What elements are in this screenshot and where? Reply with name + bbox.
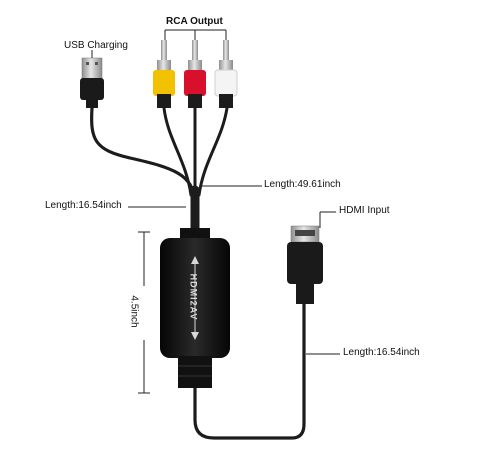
device-brand-label: HDMI2AV: [188, 273, 199, 321]
usb-charging-label: USB Charging: [64, 40, 128, 51]
hdmi-plug: [287, 225, 323, 304]
main-length-label: Length:49.61inch: [264, 179, 341, 190]
left-length-label: Length:16.54inch: [45, 200, 122, 211]
box-height-dimension: [138, 231, 150, 394]
rca-yellow-plug: [153, 40, 175, 108]
rca-red-plug: [184, 40, 206, 108]
usb-plug: [80, 57, 104, 108]
cables: [90, 106, 306, 440]
hdmi-input-label: HDMI Input: [339, 205, 390, 216]
converter-box: [160, 228, 230, 388]
rca-bracket: [164, 29, 227, 40]
hdmi-callout: [319, 211, 336, 228]
bottom-length-label: Length:16.54inch: [343, 347, 420, 358]
box-height-label: 4.5inch: [128, 295, 140, 328]
rca-output-label: RCA Output: [166, 16, 223, 27]
rca-white-plug: [214, 40, 238, 108]
